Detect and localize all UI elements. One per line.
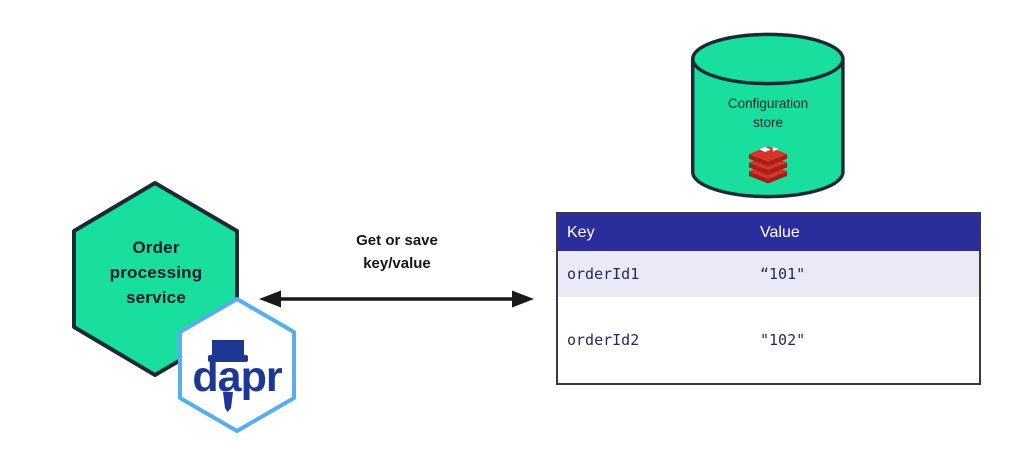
arrow-label-line: key/value <box>363 255 431 272</box>
configuration-store-label: Configuration store <box>692 94 844 132</box>
dapr-hat-crown-icon <box>212 340 244 357</box>
key-value-table: Key Value orderId1 “101" orderId2 "102" <box>556 212 981 385</box>
service-label: Order processing service <box>85 235 227 310</box>
table-row: orderId2 "102" <box>558 297 979 383</box>
redis-icon <box>748 146 788 184</box>
redis-layer-top <box>748 146 788 167</box>
service-label-line: service <box>125 288 186 307</box>
key-cell: orderId2 <box>567 331 640 349</box>
bidirectional-arrow <box>259 290 534 308</box>
value-cell: “101" <box>760 265 806 283</box>
dapr-logo-hexagon: dapr <box>178 297 296 433</box>
dapr-hexagon-shape <box>178 297 296 433</box>
arrow-label: Get or save key/value <box>317 229 477 275</box>
arrow-head-left-icon <box>259 290 281 308</box>
value-cell: "102" <box>760 331 806 349</box>
cylinder-top-shape <box>690 32 845 86</box>
table-header-value: Value <box>760 223 800 241</box>
store-label-line: Configuration <box>727 96 809 111</box>
configuration-store-cylinder <box>690 32 845 199</box>
dapr-hat-brim-icon <box>208 355 248 362</box>
arrow-label-line: Get or save <box>356 232 438 249</box>
cylinder-body-shape <box>690 59 845 199</box>
store-label-line: store <box>752 115 783 130</box>
service-label-line: Order <box>132 238 180 257</box>
dapr-tie-icon <box>223 392 233 412</box>
table-header-key: Key <box>567 223 595 241</box>
arrow-head-right-icon <box>512 290 534 308</box>
table-header-row: Key Value <box>558 214 979 251</box>
table-row: orderId1 “101" <box>558 251 979 297</box>
service-label-line: processing <box>109 263 203 282</box>
key-cell: orderId1 <box>567 265 640 283</box>
